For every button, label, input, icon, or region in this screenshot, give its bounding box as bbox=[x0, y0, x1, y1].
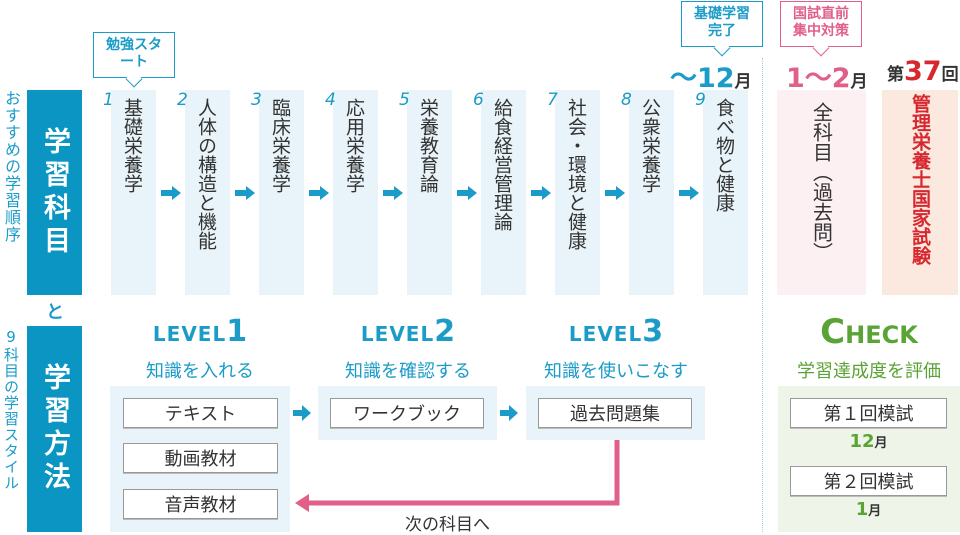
month-unit: 月 bbox=[868, 504, 882, 519]
check-title: CHECK bbox=[778, 312, 960, 352]
subject-number: 8 bbox=[621, 90, 632, 110]
subject-column: 2 人体の構造と機能 bbox=[177, 90, 230, 295]
basic-end-date: 〜12月 bbox=[670, 56, 752, 95]
mock-exam-2-date: 1月 bbox=[790, 499, 947, 520]
mock-exam-1-date: 12月 bbox=[790, 431, 947, 452]
subject-number: 7 bbox=[547, 90, 558, 110]
subject-number: 3 bbox=[251, 90, 262, 110]
material-text: テキスト bbox=[123, 398, 278, 428]
level-num: 3 bbox=[642, 314, 664, 349]
divider bbox=[762, 58, 763, 532]
material-workbook: ワークブック bbox=[330, 398, 484, 428]
tilde: 〜 bbox=[804, 63, 832, 94]
arrow-right-icon bbox=[605, 186, 625, 200]
check-c: C bbox=[820, 312, 846, 352]
subject-name: 公衆栄養学 bbox=[639, 98, 661, 193]
mock-exam-2: 第２回模試 bbox=[790, 466, 947, 496]
exam-column: 管理栄養士国家試験 bbox=[882, 90, 958, 295]
mock-exam-1: 第１回模試 bbox=[790, 398, 947, 428]
next-subject-label: 次の科目へ bbox=[405, 515, 490, 535]
subject-column: 3 臨床栄養学 bbox=[251, 90, 304, 295]
arrow-right-icon bbox=[383, 186, 403, 200]
subject-column: 7 社会・環境と健康 bbox=[547, 90, 600, 295]
arrow-right-icon bbox=[293, 405, 311, 425]
exam-prefix: 第 bbox=[887, 65, 904, 85]
arrow-right-icon bbox=[161, 186, 181, 200]
intensive-text: 国試直前集中対策 bbox=[793, 6, 849, 39]
review-column-text: 全科目（過去問） bbox=[809, 102, 834, 262]
subject-number: 6 bbox=[473, 90, 484, 110]
style-label: 9科目の学習スタイル bbox=[2, 328, 20, 491]
arrow-right-icon bbox=[457, 186, 477, 200]
exam-unit: 回 bbox=[941, 65, 959, 85]
basic-done-text: 基礎学習完了 bbox=[694, 6, 750, 39]
month-unit: 月 bbox=[874, 436, 888, 451]
subject-number: 4 bbox=[325, 90, 336, 110]
month-num: 12 bbox=[849, 431, 875, 452]
level3-subtitle: 知識を使いこなす bbox=[544, 361, 688, 382]
start-bubble-text: 勉強スタート bbox=[106, 37, 162, 70]
subject-number: 1 bbox=[103, 90, 114, 110]
arrow-right-icon bbox=[679, 186, 699, 200]
loop-arrow-icon bbox=[293, 440, 623, 520]
subject-column: 6 給食経営管理論 bbox=[473, 90, 526, 295]
exam-num: 37 bbox=[904, 56, 942, 87]
month-unit: 月 bbox=[850, 72, 868, 92]
subject-name: 基礎栄養学 bbox=[121, 98, 143, 193]
recommended-order-label: おすすめの学習順序 bbox=[2, 90, 21, 243]
month-unit: 月 bbox=[734, 72, 752, 92]
methods-header: 学習方法 bbox=[27, 326, 82, 532]
exam-column-text: 管理栄養士国家試験 bbox=[909, 94, 931, 265]
level3-title: LEVEL3 bbox=[526, 314, 706, 349]
subject-name: 人体の構造と機能 bbox=[195, 98, 217, 250]
level-num: 2 bbox=[434, 314, 456, 349]
review-column: 全科目（過去問） bbox=[777, 90, 866, 295]
subject-column: 8 公衆栄養学 bbox=[621, 90, 674, 295]
subject-column: 1 基礎栄養学 bbox=[103, 90, 156, 295]
arrow-right-icon bbox=[500, 405, 518, 425]
subject-number: 2 bbox=[177, 90, 188, 110]
level-word: LEVEL bbox=[568, 322, 643, 346]
exam-number: 第37回 bbox=[887, 56, 959, 87]
month-end: 2 bbox=[831, 63, 851, 94]
start-bubble: 勉強スタート bbox=[93, 32, 175, 88]
check-rest: HECK bbox=[845, 321, 918, 349]
subject-column: 9 食べ物と健康 bbox=[695, 90, 748, 295]
intensive-bubble: 国試直前集中対策 bbox=[780, 1, 862, 57]
and-label: と bbox=[46, 302, 64, 323]
subject-column: 4 応用栄養学 bbox=[325, 90, 378, 295]
level2-subtitle: 知識を確認する bbox=[345, 361, 471, 382]
level-num: 1 bbox=[226, 314, 248, 349]
arrow-right-icon bbox=[531, 186, 551, 200]
tilde: 〜 bbox=[670, 63, 697, 94]
subject-name: 臨床栄養学 bbox=[269, 98, 291, 193]
basic-done-bubble: 基礎学習完了 bbox=[681, 1, 763, 57]
subject-name: 食べ物と健康 bbox=[713, 98, 735, 212]
subject-name: 給食経営管理論 bbox=[491, 98, 513, 231]
subject-name: 社会・環境と健康 bbox=[565, 98, 587, 250]
level2-title: LEVEL2 bbox=[318, 314, 498, 349]
material-past-exams: 過去問題集 bbox=[538, 398, 692, 428]
level-word: LEVEL bbox=[360, 322, 435, 346]
intensive-date: 1〜2月 bbox=[786, 56, 868, 95]
check-subtitle: 学習達成度を評価 bbox=[797, 361, 941, 382]
arrow-right-icon bbox=[235, 186, 255, 200]
month-num: 1 bbox=[855, 499, 869, 520]
subject-number: 9 bbox=[695, 90, 706, 110]
subject-name: 応用栄養学 bbox=[343, 98, 365, 193]
subjects-header: 学習科目 bbox=[27, 90, 82, 295]
material-audio: 音声教材 bbox=[123, 489, 278, 519]
subject-number: 5 bbox=[399, 90, 410, 110]
month-num: 12 bbox=[697, 63, 735, 94]
month-start: 1 bbox=[786, 63, 805, 94]
level1-title: LEVEL1 bbox=[110, 314, 290, 349]
subject-column: 5 栄養教育論 bbox=[399, 90, 452, 295]
arrow-right-icon bbox=[309, 186, 329, 200]
subject-name: 栄養教育論 bbox=[417, 98, 439, 193]
level1-subtitle: 知識を入れる bbox=[146, 361, 254, 382]
material-video: 動画教材 bbox=[123, 443, 278, 473]
level-word: LEVEL bbox=[152, 322, 227, 346]
